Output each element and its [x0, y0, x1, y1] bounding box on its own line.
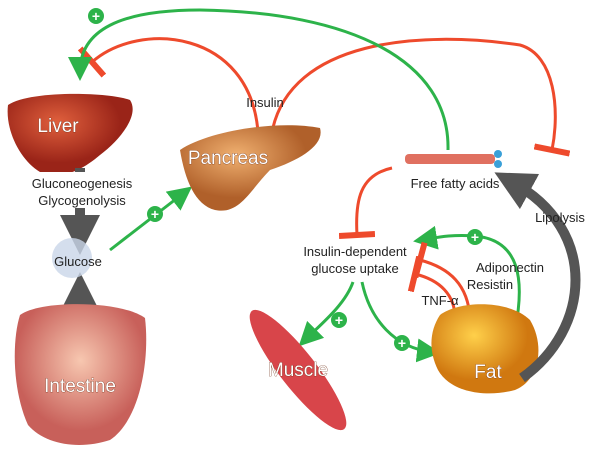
- adiponectin-label: Adiponectin: [476, 260, 544, 275]
- uptake-to-muscle: [298, 281, 355, 347]
- tnf-alpha-label: TNF-α: [421, 293, 459, 308]
- free-fatty-acids-label: Free fatty acids: [411, 176, 500, 191]
- svg-text:+: +: [92, 8, 100, 24]
- liver-organ: [7, 93, 133, 176]
- resistin-label: Resistin: [467, 277, 513, 292]
- intestine-organ: [14, 304, 147, 445]
- insulin-inhibits-liver: [77, 37, 260, 133]
- svg-text:+: +: [398, 335, 406, 351]
- lipolysis-label: Lipolysis: [535, 210, 585, 225]
- intestine-label: Intestine: [44, 376, 116, 397]
- glucose-activates-pancreas: [109, 186, 193, 252]
- ffa-inhibits-uptake: [338, 166, 393, 240]
- muscle-label: Muscle: [268, 360, 328, 381]
- gluconeogenesis-label: Gluconeogenesis: [32, 176, 133, 191]
- ffa-activates-liver: [68, 8, 450, 151]
- pancreas-organ: [180, 125, 321, 211]
- svg-text:+: +: [151, 206, 159, 222]
- fat-organ: [431, 304, 539, 394]
- svg-text:+: +: [335, 312, 343, 328]
- pancreas-label: Pancreas: [188, 148, 268, 169]
- plus-badge-muscle: +: [331, 312, 347, 328]
- uptake-label-line2: glucose uptake: [311, 261, 398, 276]
- glucose-label: Glucose: [54, 254, 102, 269]
- adiponectin-activates-uptake: [413, 225, 521, 331]
- muscle-organ: [249, 309, 347, 431]
- plus-badge-adiponectin: +: [467, 229, 483, 245]
- lipolysis-arrow: [494, 172, 581, 383]
- uptake-to-fat: [360, 281, 441, 363]
- plus-badge-fat: +: [394, 335, 410, 351]
- insulin-label: Insulin: [246, 95, 284, 110]
- glycogenolysis-label: Glycogenolysis: [38, 193, 126, 208]
- fat-label: Fat: [474, 362, 502, 383]
- plus-badge-pancreas: +: [147, 206, 163, 222]
- insulin-inhibited-by-ffa-arc: [270, 37, 571, 157]
- svg-text:+: +: [471, 229, 479, 245]
- glucose-crystal: [52, 238, 92, 278]
- plus-badge-liver: +: [88, 8, 104, 24]
- fatty-acid-molecule: [405, 150, 502, 168]
- uptake-label-line1: Insulin-dependent: [303, 244, 407, 259]
- liver-label: Liver: [37, 116, 79, 137]
